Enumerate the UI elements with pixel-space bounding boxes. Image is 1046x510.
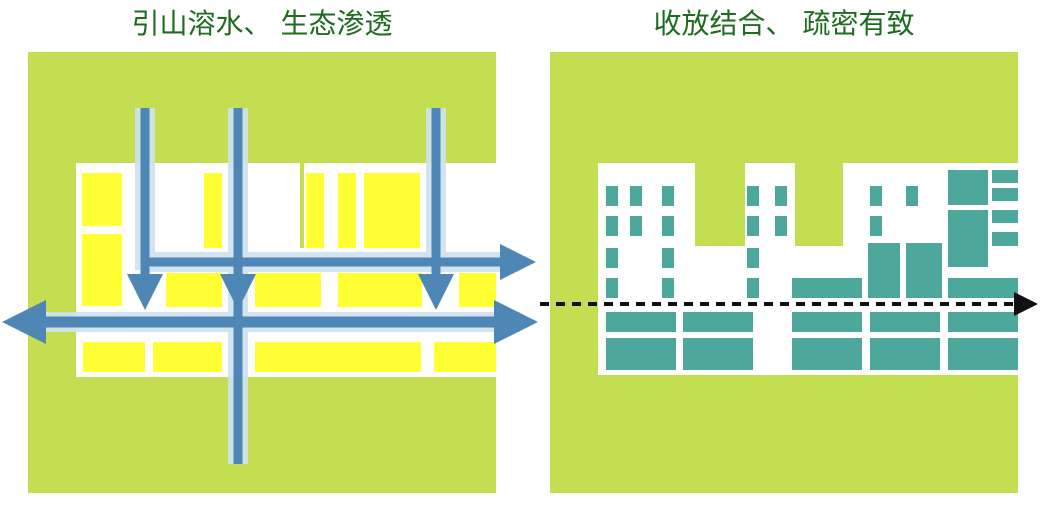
yellow-block [204,173,222,248]
yellow-block [82,234,122,306]
teal-block [630,186,642,206]
teal-block [792,338,862,370]
flow-arrows [2,108,538,464]
yellow-blocks [82,173,496,372]
teal-block [870,186,882,206]
teal-block [792,278,862,298]
teal-block [775,186,787,206]
yellow-block [255,273,321,307]
teal-block [992,210,1018,223]
teal-block [775,216,787,236]
teal-block [992,170,1018,183]
teal-block [747,186,759,206]
teal-block [606,248,618,268]
teal-block [606,216,618,236]
teal-block [606,278,618,298]
teal-block [747,248,759,268]
teal-block [662,278,674,298]
yellow-block [306,173,324,248]
teal-block [662,186,674,206]
teal-block [870,216,882,236]
teal-block [606,186,618,206]
teal-block [662,248,674,268]
yellow-block [255,342,421,372]
teal-block [948,170,988,205]
left-panel [2,52,538,493]
teal-block [870,338,940,370]
teal-block [992,188,1018,201]
right-panel-title: 收放结合、 疏密有致 [653,7,915,40]
teal-block [992,232,1018,246]
yellow-block [153,342,222,372]
yellow-block [166,273,222,307]
teal-block [906,186,918,206]
teal-block [630,216,642,236]
teal-block [948,278,1018,298]
teal-block [948,312,1018,332]
teal-block [606,338,676,370]
teal-block [606,312,676,332]
teal-block [683,338,753,370]
teal-block [662,216,674,236]
yellow-block [83,342,145,372]
yellow-block [82,173,122,226]
teal-block [747,216,759,236]
yellow-block [434,342,496,372]
teal-block [868,243,900,298]
teal-block [683,312,753,332]
teal-block [870,312,940,332]
teal-block [747,278,759,298]
yellow-block [338,273,422,307]
teal-block [906,243,942,298]
teal-blocks [606,170,1018,370]
left-panel-title: 引山溶水、 生态渗透 [131,7,393,40]
yellow-block [338,173,356,248]
right-panel [540,52,1038,493]
yellow-block [364,173,420,248]
teal-block [792,312,862,332]
yellow-block [459,273,496,307]
teal-block [948,210,988,267]
teal-block [948,338,1018,370]
